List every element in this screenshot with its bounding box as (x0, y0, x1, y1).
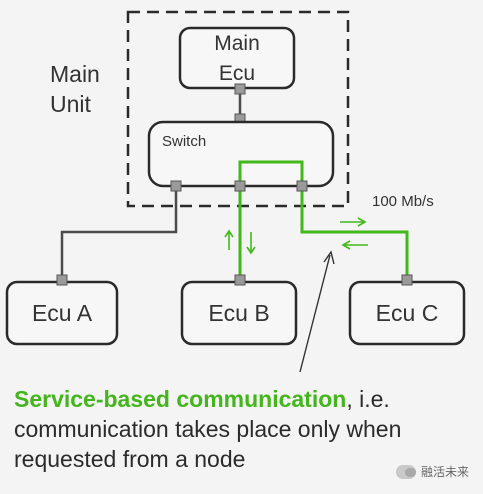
ecu-b-port (234, 274, 246, 286)
ecu-c-label: Ecu C (376, 300, 439, 326)
switch-label: Switch (162, 133, 206, 150)
caption-rest: , i.e. communication takes place only wh… (14, 386, 402, 472)
switch-internal-green-route (238, 160, 304, 186)
switch-port-a (170, 180, 182, 192)
ecu-b-label: Ecu B (208, 300, 269, 326)
main-ecu-label-line2: Ecu (219, 62, 255, 85)
bandwidth-label: 100 Mb/s (372, 193, 434, 210)
caption-text: Service-based communication, i.e. commun… (14, 384, 474, 474)
ecu-a-link (60, 186, 178, 280)
chat-bubble-icon (395, 464, 416, 479)
main-unit-boundary (126, 10, 350, 208)
annotation-pointer-head (323, 250, 335, 265)
caption-highlight: Service-based communication (14, 386, 347, 412)
watermark: 融活未来 (395, 463, 469, 480)
ecu-a-label: Ecu A (32, 300, 93, 326)
ecu-c-port (401, 274, 413, 286)
switch-port-b (234, 180, 246, 192)
watermark-text: 融活未来 (420, 465, 469, 479)
ecu-a-port (56, 274, 68, 286)
main-unit-label-line2: Unit (50, 91, 92, 117)
annotation-pointer-line (299, 254, 331, 373)
main-ecu-port (234, 83, 246, 95)
switch-port-c (296, 180, 308, 192)
ecu-b-bidirectional-arrows (224, 229, 256, 255)
ecu-c-bidirectional-arrows (340, 217, 368, 250)
main-ecu-label-line1: Main (214, 32, 260, 55)
main-unit-label-line1: Main (50, 61, 100, 87)
ecu-c-link (300, 186, 409, 280)
